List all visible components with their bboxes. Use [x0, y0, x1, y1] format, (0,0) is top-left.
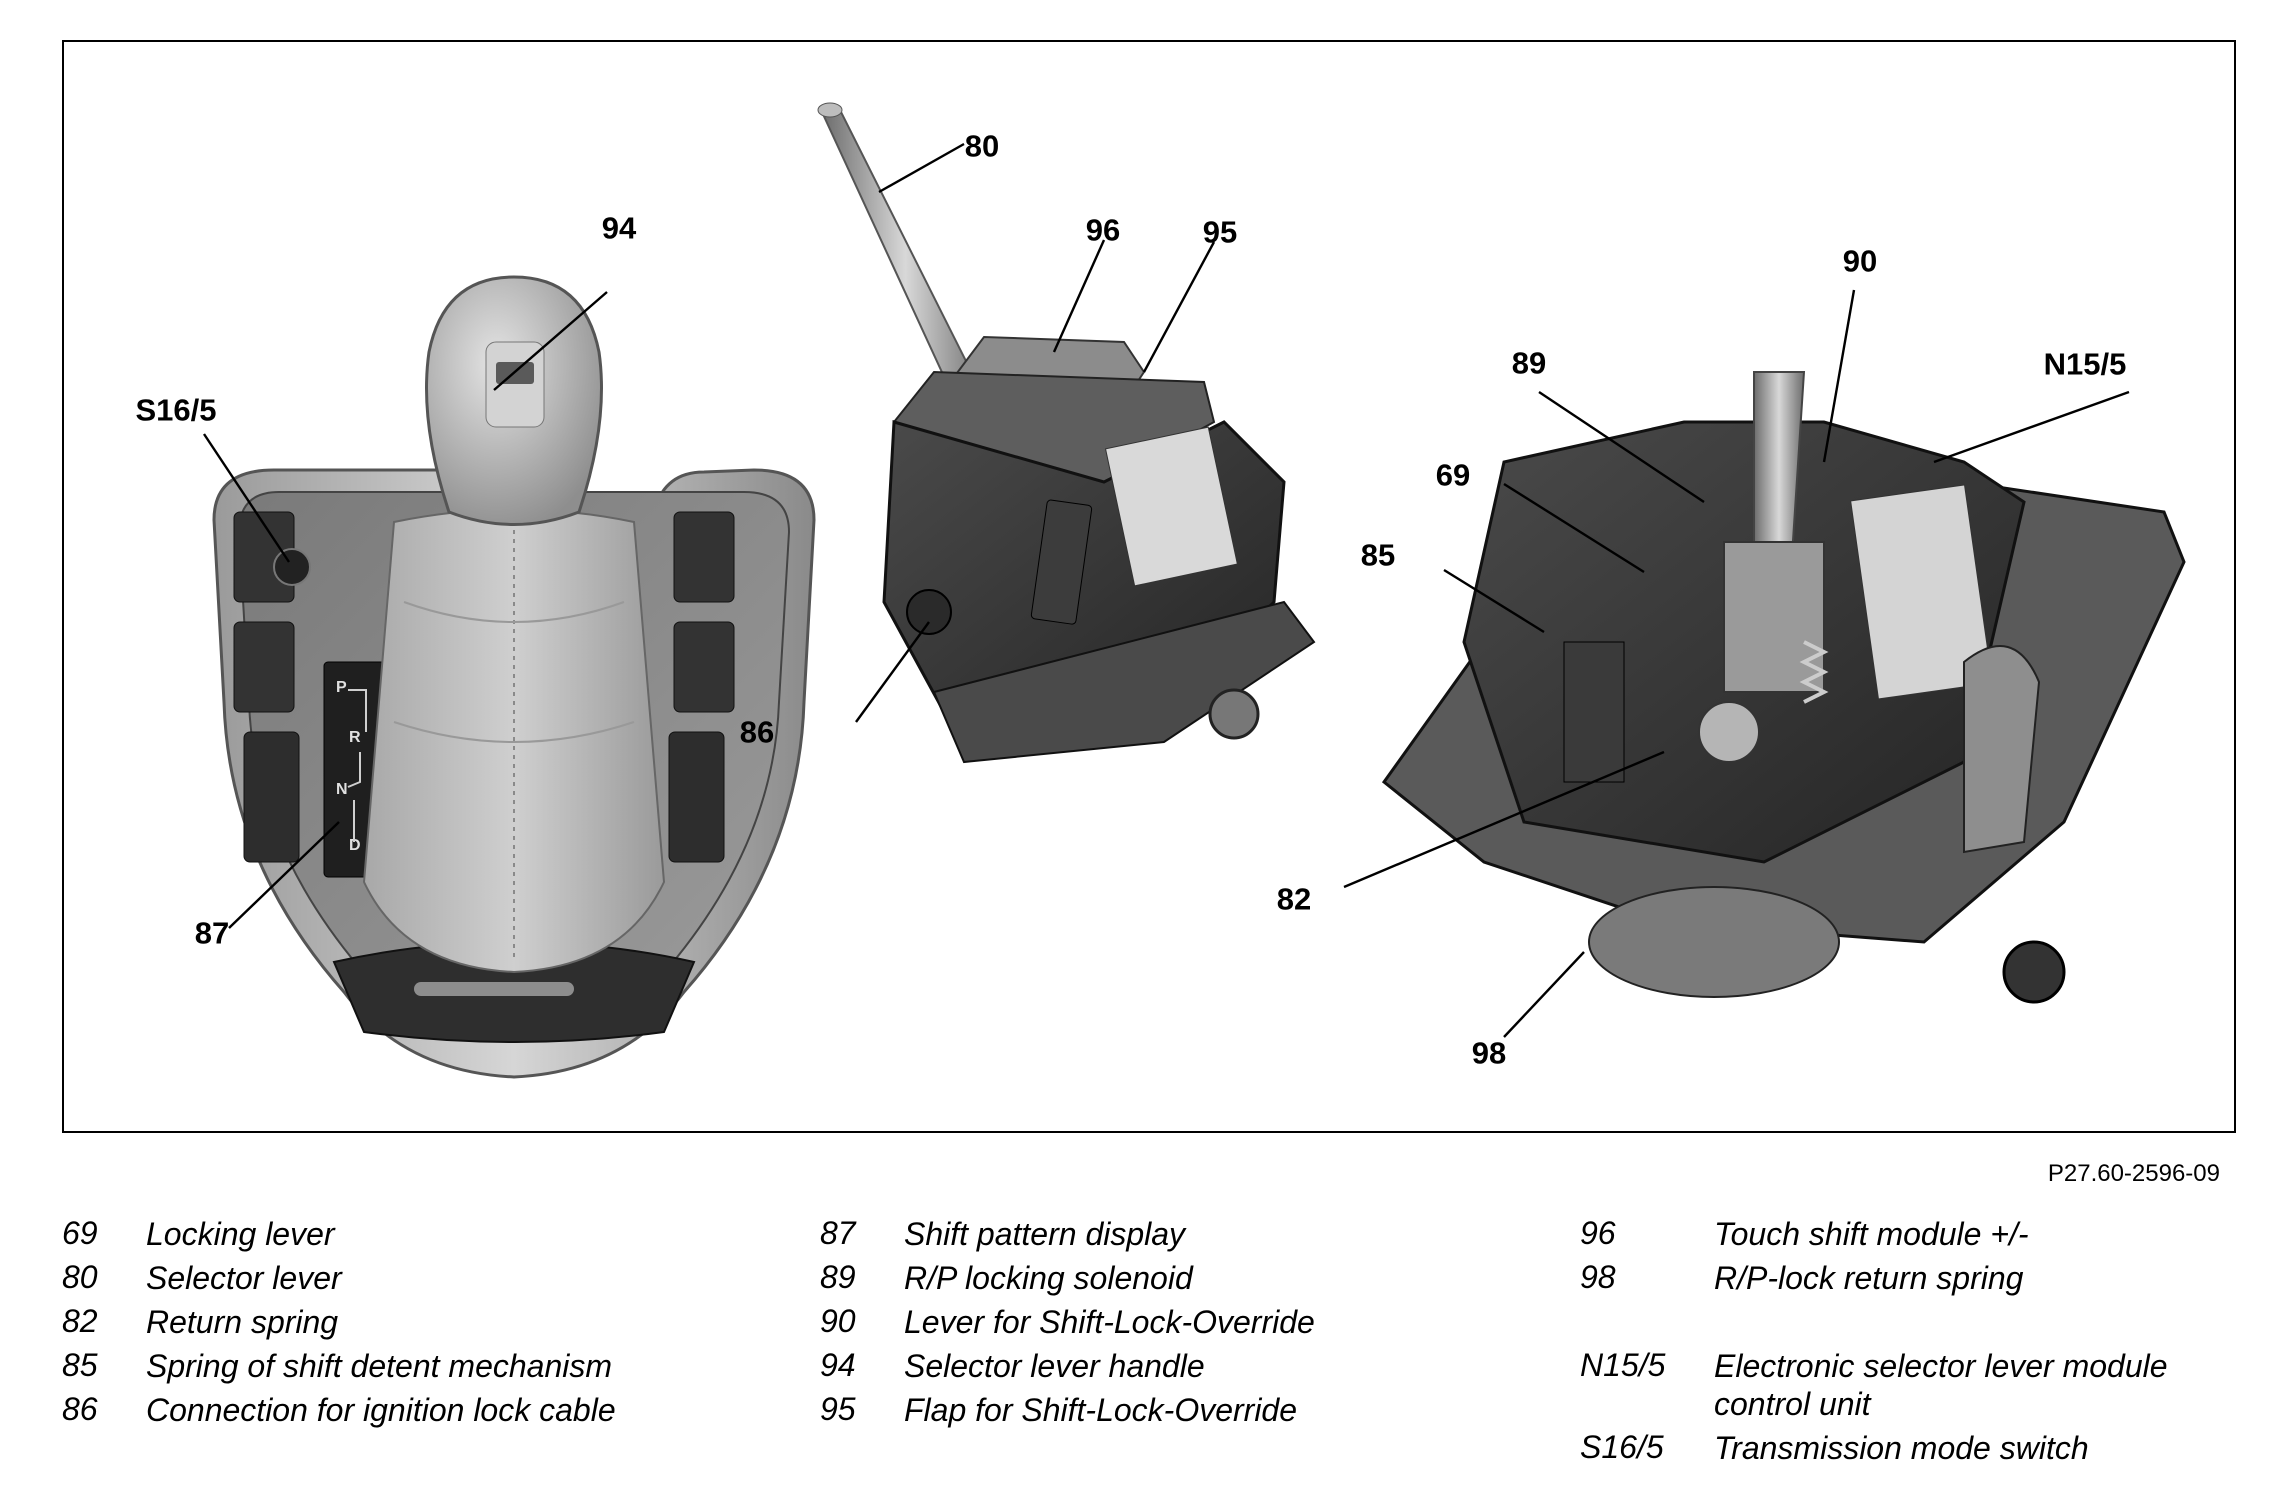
legend-text: Electronic selector lever module control…: [1714, 1348, 2168, 1422]
figure-frame: P R N D: [62, 40, 2236, 1133]
shift-letter-p: P: [336, 679, 347, 696]
console-switch-right-2: [673, 621, 735, 713]
mode-switch-button: [273, 548, 311, 586]
module-control-label: [1850, 484, 1993, 700]
return-wheel: [1208, 688, 1260, 740]
leader-n15-5: [1933, 390, 2130, 464]
leader-95: [1142, 241, 1216, 373]
center-console: P R N D: [212, 275, 816, 1079]
leader-87: [228, 821, 340, 929]
legend-text: Locking lever: [146, 1216, 335, 1252]
legend-number: 98: [1580, 1259, 1616, 1295]
module-side-flap: [1963, 645, 2041, 854]
shift-lever-tip: [817, 102, 843, 118]
console-switch-right-1: [673, 511, 735, 603]
callout-87: 87: [194, 915, 230, 951]
shift-letter-n: N: [336, 781, 348, 798]
callout-n15-5: N15/5: [2043, 346, 2127, 382]
legend-text: Touch shift module +/-: [1714, 1216, 2029, 1252]
callout-s16-5: S16/5: [135, 392, 217, 428]
control-unit-label: [1104, 426, 1238, 587]
module-lever-block: [1723, 541, 1825, 693]
leader-s16-5: [203, 433, 290, 563]
legend-text: Flap for Shift-Lock-Override: [904, 1392, 1298, 1428]
legend-text: Selector lever handle: [904, 1348, 1205, 1384]
callout-86: 86: [739, 714, 775, 750]
legend-number: 89: [820, 1259, 856, 1295]
legend-text: Transmission mode switch: [1714, 1430, 2089, 1466]
legend-number: 80: [62, 1259, 98, 1295]
shift-letter-d: D: [349, 837, 361, 854]
callout-leaders: [203, 142, 2130, 1038]
leader-82: [1343, 750, 1665, 889]
callout-69: 69: [1435, 457, 1471, 493]
legend-number: S16/5: [1580, 1429, 1664, 1465]
leader-94: [493, 291, 608, 391]
leader-85: [1443, 568, 1545, 634]
gear-boot-fold: [393, 601, 635, 743]
console-switch-left-2: [233, 621, 295, 713]
console-switch-left-3: [243, 731, 300, 863]
module-wheel: [2002, 940, 2066, 1004]
legend-number: 87: [820, 1215, 856, 1251]
leader-98: [1503, 951, 1585, 1038]
legend-text: Return spring: [146, 1304, 339, 1340]
shift-letter-r: R: [349, 729, 361, 746]
lever-assembly-side: [817, 102, 1316, 764]
callout-90: 90: [1842, 243, 1878, 279]
leader-89: [1538, 391, 1705, 503]
parts-illustration: P R N D: [203, 102, 2186, 1079]
legend-number: 94: [820, 1347, 856, 1383]
locking-lever-bracket: [1563, 641, 1625, 783]
leader-96: [1052, 239, 1106, 353]
legend-text: R/P locking solenoid: [904, 1260, 1193, 1296]
leader-86: [855, 621, 930, 723]
detent-spring: [1698, 701, 1760, 763]
legend-text: Shift pattern display: [904, 1216, 1186, 1252]
legend-text: Selector lever: [146, 1260, 342, 1296]
ignition-cable-connector: [906, 589, 952, 635]
legend-number: 69: [62, 1215, 98, 1251]
callout-96: 96: [1085, 212, 1121, 248]
legend-text: Spring of shift detent mechanism: [146, 1348, 613, 1384]
return-spring-coil: [1799, 640, 1829, 704]
lock-return-housing: [1588, 886, 1840, 998]
callout-98: 98: [1471, 1035, 1507, 1071]
callout-89: 89: [1511, 345, 1547, 381]
lever-assembly-front: [1381, 371, 2186, 1004]
leader-80: [878, 142, 965, 194]
figure-reference: P27.60-2596-09: [2047, 1160, 2220, 1187]
shift-gate-line: [347, 689, 367, 842]
legend-number: 95: [820, 1391, 856, 1427]
callout-82: 82: [1276, 881, 1312, 917]
callout-95: 95: [1202, 214, 1238, 250]
callout-85: 85: [1360, 537, 1396, 573]
callout-80: 80: [964, 128, 1000, 164]
legend-number: 82: [62, 1303, 98, 1339]
legend-text: Lever for Shift-Lock-Override: [904, 1304, 1315, 1340]
callout-94: 94: [601, 210, 637, 246]
leader-69: [1503, 482, 1645, 574]
leader-90: [1822, 289, 1856, 463]
console-bottom-slot: [414, 982, 574, 996]
legend-number: N15/5: [1580, 1347, 1666, 1383]
legend-number: 86: [62, 1391, 98, 1427]
legend-text: R/P-lock return spring: [1714, 1260, 2024, 1296]
legend-number: 85: [62, 1347, 98, 1383]
legend-number: 96: [1580, 1215, 1616, 1251]
console-switch-right-3: [668, 731, 725, 863]
legend-text: Connection for ignition lock cable: [146, 1392, 616, 1428]
legend-number: 90: [820, 1303, 856, 1339]
flap-shift-lock-override: [1030, 499, 1093, 625]
